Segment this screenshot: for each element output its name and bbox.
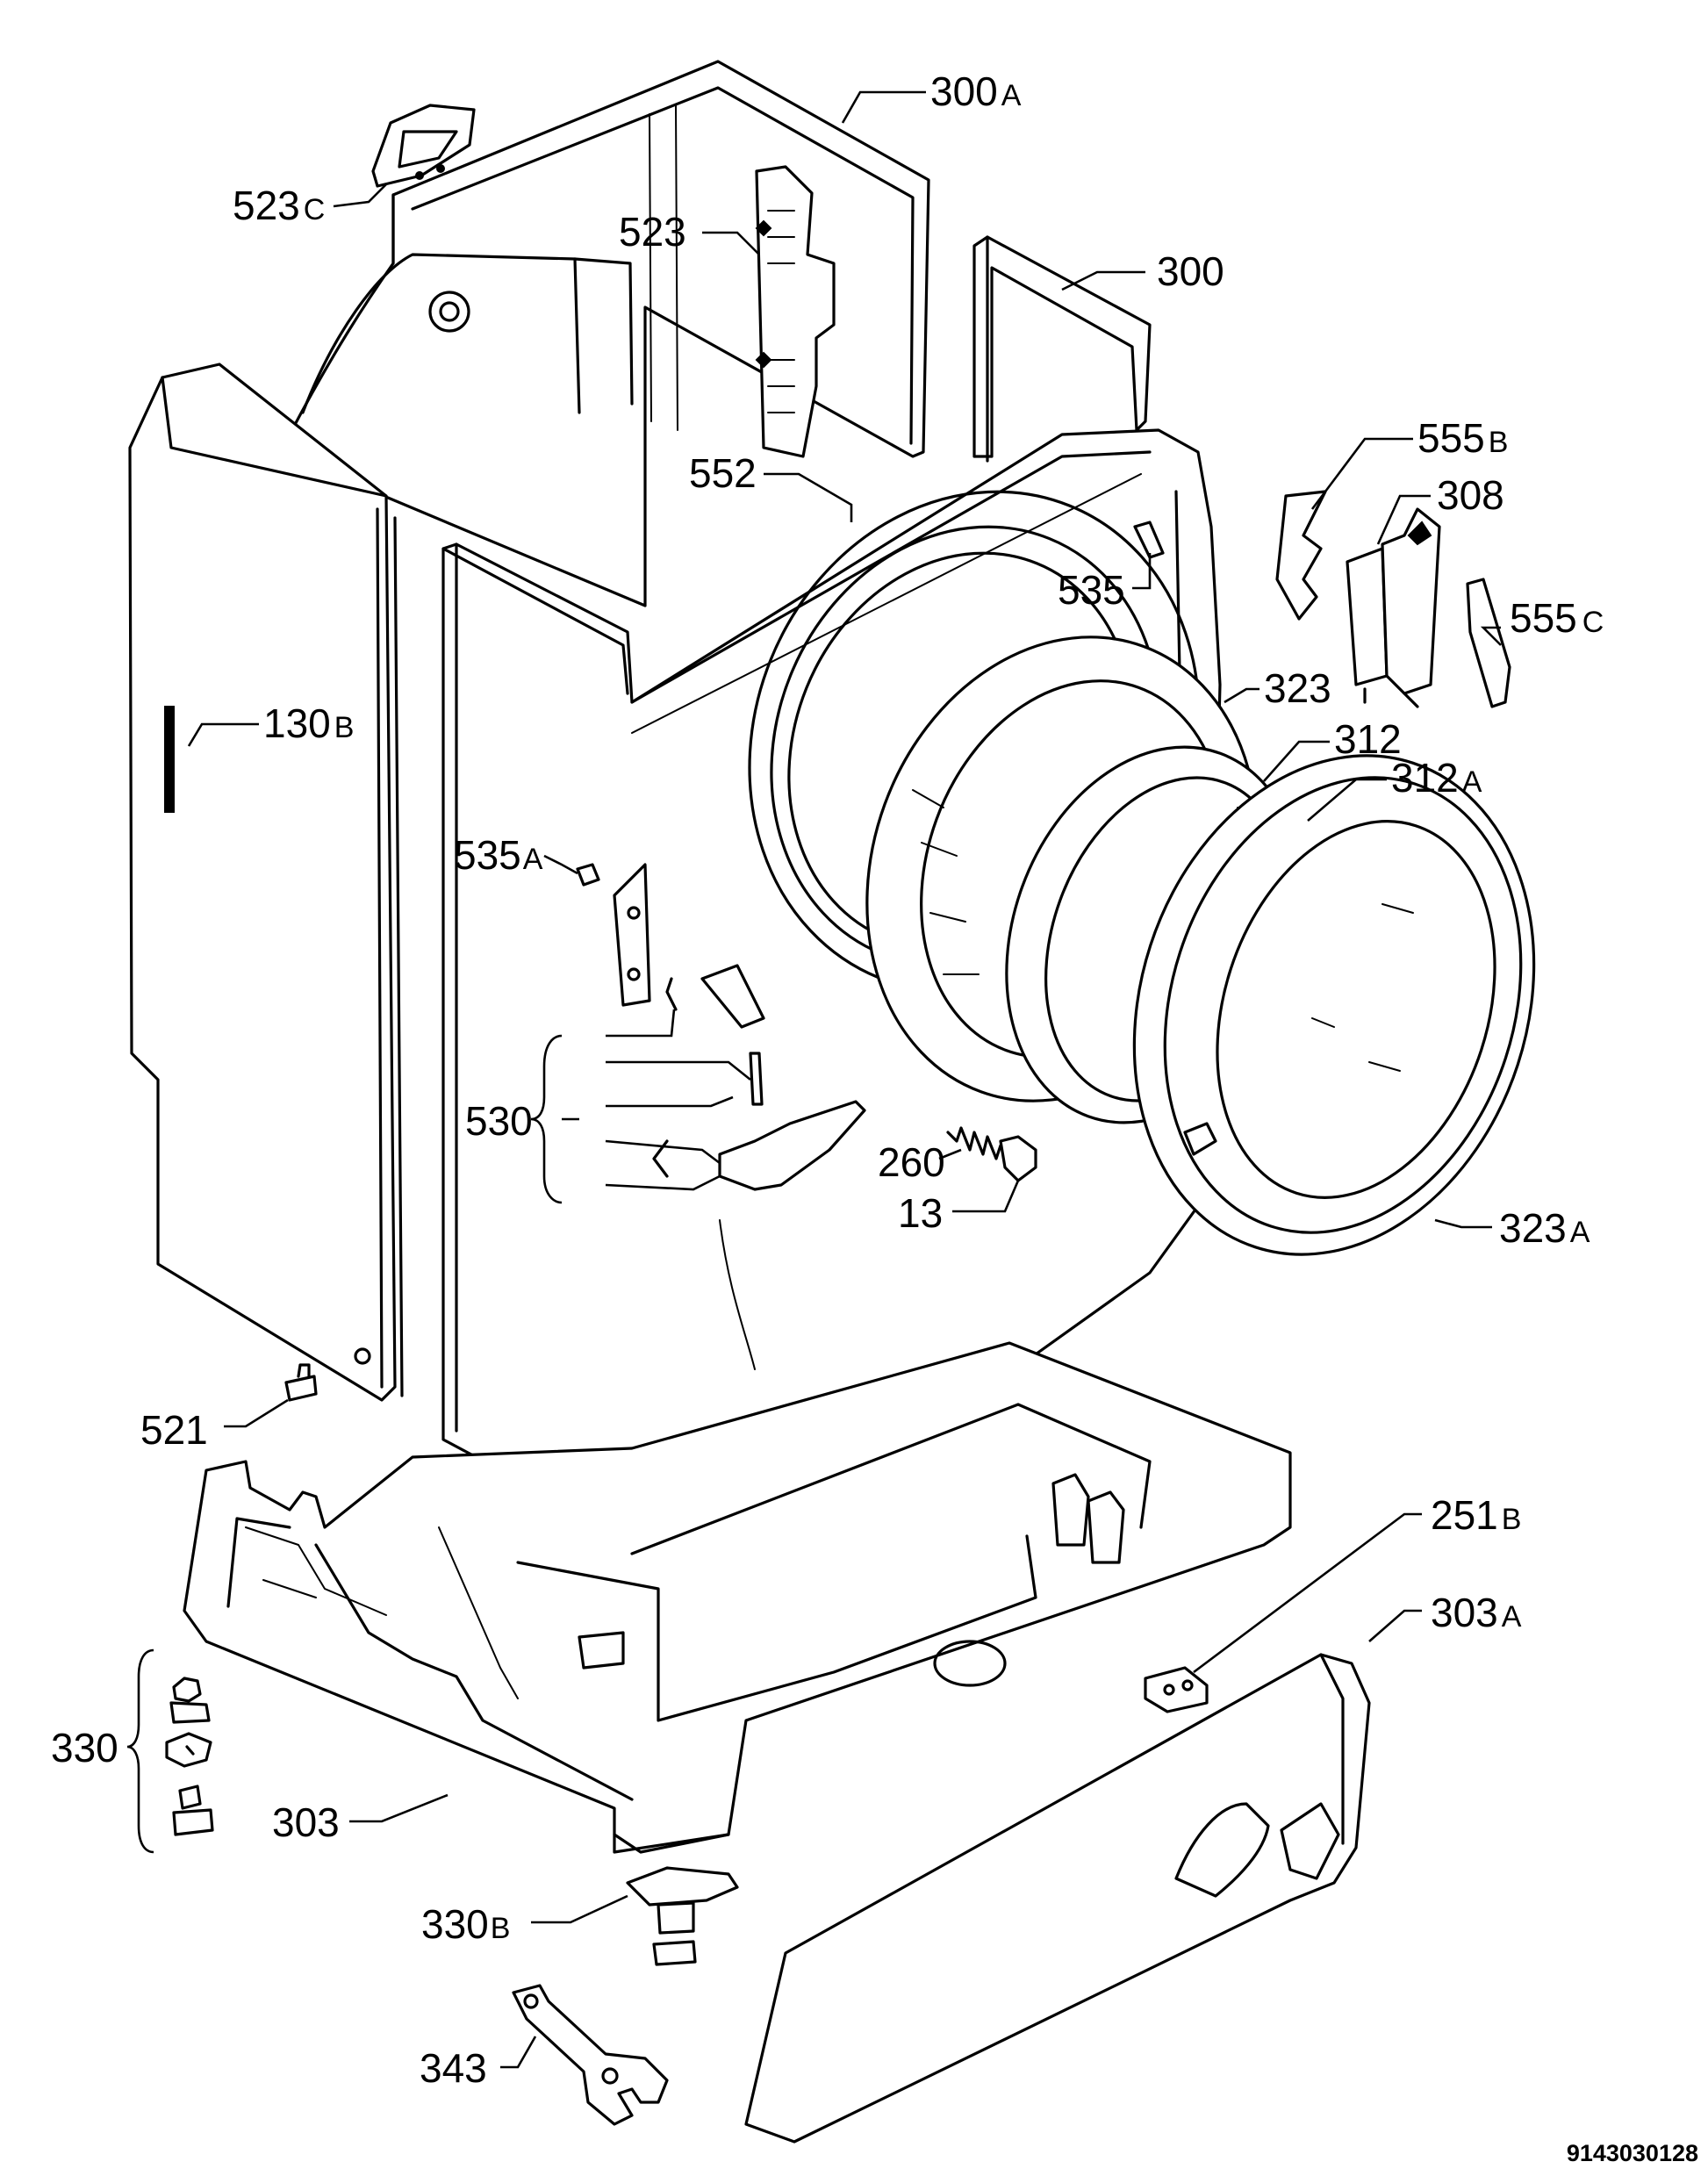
side-panel-130b [128, 363, 404, 1402]
screw-set-330 [165, 1677, 214, 1836]
drawing-code: 9143030128 [1567, 2140, 1698, 2166]
catch-251b [1144, 1666, 1209, 1713]
label-323: 323 [1264, 665, 1331, 711]
label-523: 523 [619, 209, 686, 255]
label-330: 330 [51, 1725, 118, 1770]
pin-535a [576, 863, 600, 887]
label-260: 260 [878, 1139, 945, 1185]
hinge-308 [1346, 507, 1441, 708]
knob-13 [999, 1135, 1037, 1182]
leader-lines [126, 90, 1502, 2069]
label-13: 13 [898, 1190, 943, 1236]
door-lock-530 [613, 863, 866, 1191]
base-frame-303 [183, 1341, 1292, 1854]
screw-521 [284, 1363, 318, 1402]
label-330b: 330B [421, 1901, 510, 1947]
kickstrip-303a [744, 1653, 1371, 2144]
rear-frame-300 [972, 235, 1152, 463]
label-535a: 535A [454, 832, 543, 878]
label-521: 521 [140, 1407, 208, 1453]
spring-260 [946, 1126, 1002, 1160]
mounting-plate-523 [755, 165, 836, 458]
label-308: 308 [1437, 472, 1504, 518]
label-303: 303 [272, 1799, 340, 1845]
hinge-cover-555c [1466, 578, 1511, 708]
label-312: 312 [1334, 716, 1402, 762]
label-530: 530 [465, 1098, 533, 1144]
illustration [128, 60, 1536, 2144]
wrench-343 [512, 1984, 669, 2126]
label-300: 300 [1157, 248, 1224, 294]
hinge-cover-555b [1275, 490, 1327, 621]
foot-330b [626, 1866, 739, 1966]
door-323a [1132, 754, 1536, 1256]
pin-535 [1133, 521, 1165, 559]
label-343: 343 [420, 2045, 487, 2091]
label-535: 535 [1058, 567, 1125, 613]
label-552: 552 [689, 450, 757, 496]
